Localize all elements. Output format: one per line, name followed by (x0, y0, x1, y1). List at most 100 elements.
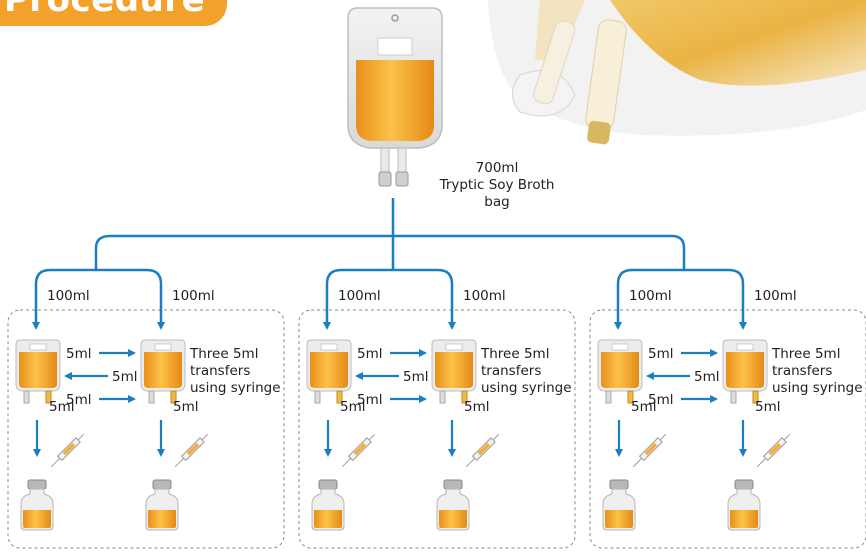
branch-right-arrow (678, 268, 747, 330)
syringe-fluid (644, 442, 658, 456)
syringe-needle (50, 457, 61, 468)
transfer-note-line: Three 5ml (480, 346, 549, 362)
small-bag (140, 339, 186, 404)
source-name-label-2: bag (484, 194, 509, 210)
syringe-fluid (62, 442, 76, 456)
vial-cap (609, 479, 629, 490)
vial-broth (23, 510, 51, 528)
source-bag (347, 7, 443, 187)
syringe-plunger (368, 433, 376, 441)
small-bag-port (314, 390, 321, 404)
syringe-fluid (186, 442, 200, 456)
right-volume-label: 100ml (754, 288, 797, 304)
down-volume-left: 5ml (49, 399, 75, 415)
right-volume-label: 100ml (172, 288, 215, 304)
transfer-note-line: transfers (190, 363, 250, 379)
down-volume-right: 5ml (755, 399, 781, 415)
source-name-label: Tryptic Soy Broth (439, 177, 555, 193)
small-bag-broth (601, 352, 639, 388)
small-bag-label (445, 343, 463, 351)
vial-cap (318, 479, 338, 490)
group-frame (298, 309, 576, 549)
small-bag (15, 339, 61, 404)
small-bag-port (170, 390, 177, 404)
branch-right-arrow (387, 268, 456, 330)
vial-broth (148, 510, 176, 528)
small-bag-port (461, 390, 468, 404)
right-volume-label: 100ml (463, 288, 506, 304)
left-volume-label: 100ml (47, 288, 90, 304)
transfer-label-2: 5ml (403, 369, 429, 385)
syringe-needle (465, 457, 476, 468)
transfer-note-line: using syringe (772, 380, 863, 396)
transfer-note-line: transfers (481, 363, 541, 379)
small-bag-label (154, 343, 172, 351)
transfer-label-3: 5ml (648, 392, 674, 408)
group-frame (7, 309, 285, 549)
small-bag-port (148, 390, 155, 404)
syringe-icon (632, 433, 667, 468)
vial (602, 479, 636, 531)
small-bag-broth (19, 352, 57, 388)
vial-cap (443, 479, 463, 490)
syringe-fluid (477, 442, 491, 456)
vial (436, 479, 470, 531)
small-bag-port (605, 390, 612, 404)
source-volume-label: 700ml (476, 160, 519, 176)
syringe-needle (632, 457, 643, 468)
syringe-plunger (492, 433, 500, 441)
vial (727, 479, 761, 531)
small-bag-port (439, 390, 446, 404)
small-bag-label (736, 343, 754, 351)
syringe-icon (50, 433, 85, 468)
group-frame (589, 309, 866, 549)
syringe-icon (174, 433, 209, 468)
transfer-label-1: 5ml (66, 346, 92, 362)
vial-broth (730, 510, 758, 528)
branch-left-arrow (614, 268, 678, 330)
small-bag (597, 339, 643, 404)
small-bag (431, 339, 477, 404)
source-bag-label: 700ml Tryptic Soy Broth bag (439, 160, 555, 210)
vial-broth (439, 510, 467, 528)
small-bag-port (752, 390, 759, 404)
small-bag-label (29, 343, 47, 351)
transfer-label-2: 5ml (694, 369, 720, 385)
bag-ports-photo (488, 0, 866, 145)
vial-cap (152, 479, 172, 490)
small-bag-broth (435, 352, 473, 388)
vial (311, 479, 345, 531)
syringe-icon (341, 433, 376, 468)
transfer-label-1: 5ml (357, 346, 383, 362)
small-bag-port (627, 390, 634, 404)
vial-broth (605, 510, 633, 528)
small-bag-broth (310, 352, 348, 388)
syringe-plunger (783, 433, 791, 441)
syringe-icon (756, 433, 791, 468)
down-volume-left: 5ml (340, 399, 366, 415)
small-bag-port (336, 390, 343, 404)
vial-broth (314, 510, 342, 528)
syringe-needle (756, 457, 767, 468)
vial-cap (734, 479, 754, 490)
small-bag-port (23, 390, 30, 404)
small-bag-port (730, 390, 737, 404)
transfer-label-1: 5ml (648, 346, 674, 362)
syringe-plunger (77, 433, 85, 441)
left-volume-label: 100ml (338, 288, 381, 304)
transfer-note-line: using syringe (190, 380, 281, 396)
syringe-plunger (201, 433, 209, 441)
down-volume-left: 5ml (631, 399, 657, 415)
down-volume-right: 5ml (464, 399, 490, 415)
small-bag-label (611, 343, 629, 351)
vial-cap (27, 479, 47, 490)
vial (20, 479, 54, 531)
syringe-plunger (659, 433, 667, 441)
small-bag-port (45, 390, 52, 404)
procedure-title: Procedure (0, 0, 228, 26)
syringe-icon (465, 433, 500, 468)
